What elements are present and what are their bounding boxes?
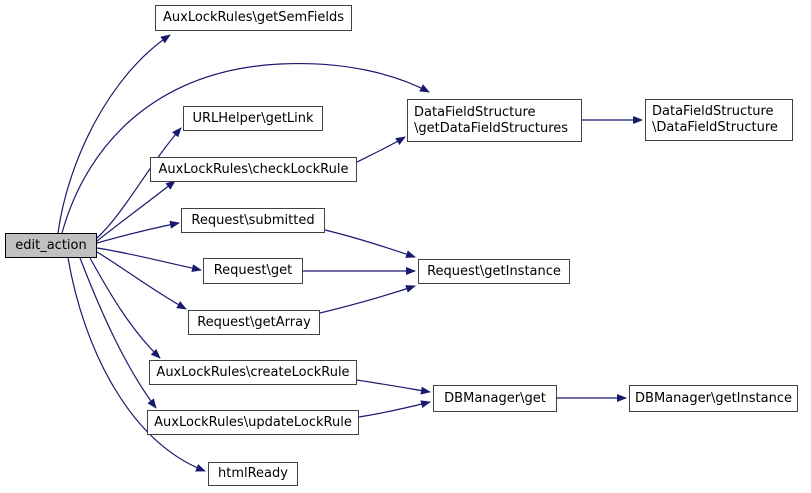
edge-submitted-to-RequestGetInstance [324,229,416,258]
node-label: Request\getInstance [427,263,561,279]
edge-edit_action-to-getDataFieldStructures [61,62,430,234]
node-label: AuxLockRules\createLockRule [156,364,350,380]
edge-edit_action-to-get [96,247,202,273]
edge-edit_action-to-getLink [96,127,182,239]
edge-edit_action-to-createLockRule [89,257,161,359]
node-checkLockRule[interactable]: AuxLockRules\checkLockRule [150,157,357,182]
edge-edit_action-to-htmlReady [67,257,206,472]
node-label: \getDataFieldStructures [414,120,569,136]
node-getArray[interactable]: Request\getArray [188,310,320,335]
edge-createLockRule-to-DBManagerGet [356,379,431,395]
node-DataFieldStructureCtor[interactable]: DataFieldStructure\DataFieldStructure [645,99,793,141]
node-getSemFields[interactable]: AuxLockRules\getSemFields [155,5,352,31]
node-label: DBManager\getInstance [635,390,792,406]
node-get[interactable]: Request\get [203,258,303,284]
node-getDataFieldStructures[interactable]: DataFieldStructure\getDataFieldStructure… [407,99,582,142]
node-DBManagerGetInstance[interactable]: DBManager\getInstance [629,385,798,412]
node-getLink[interactable]: URLHelper\getLink [183,106,323,131]
node-label: Request\get [213,263,293,278]
node-htmlReady[interactable]: htmlReady [208,462,298,486]
edge-edit_action-to-getArray [96,251,187,310]
edge-checkLockRule-to-getDataFieldStructures [356,136,406,163]
node-createLockRule[interactable]: AuxLockRules\createLockRule [149,360,357,385]
node-label: Request\getArray [197,314,311,330]
node-label: DataFieldStructure [652,104,774,119]
edge-edit_action-to-submitted [96,220,180,244]
node-label: AuxLockRules\updateLockRule [154,414,352,430]
edge-edit_action-to-updateLockRule [79,257,157,409]
node-DBManagerGet[interactable]: DBManager\get [433,385,557,412]
node-updateLockRule[interactable]: AuxLockRules\updateLockRule [147,410,359,435]
node-label: htmlReady [218,466,288,481]
node-submitted[interactable]: Request\submitted [181,208,325,233]
node-edit_action: edit_action [5,233,97,258]
node-label: \DataFieldStructure [652,120,778,135]
node-label: DataFieldStructure [414,104,536,120]
node-label: edit_action [15,237,87,253]
node-label: URLHelper\getLink [192,110,314,126]
edge-getArray-to-RequestGetInstance [319,285,416,314]
node-label: DBManager\get [444,390,546,406]
edge-updateLockRule-to-DBManagerGet [358,400,431,418]
node-label: AuxLockRules\checkLockRule [158,161,349,177]
node-RequestGetInstance[interactable]: Request\getInstance [418,259,570,284]
edge-edit_action-to-getSemFields [57,34,171,234]
node-label: Request\submitted [191,212,315,228]
node-label: AuxLockRules\getSemFields [163,10,344,25]
edge-edit_action-to-checkLockRule [96,180,176,242]
